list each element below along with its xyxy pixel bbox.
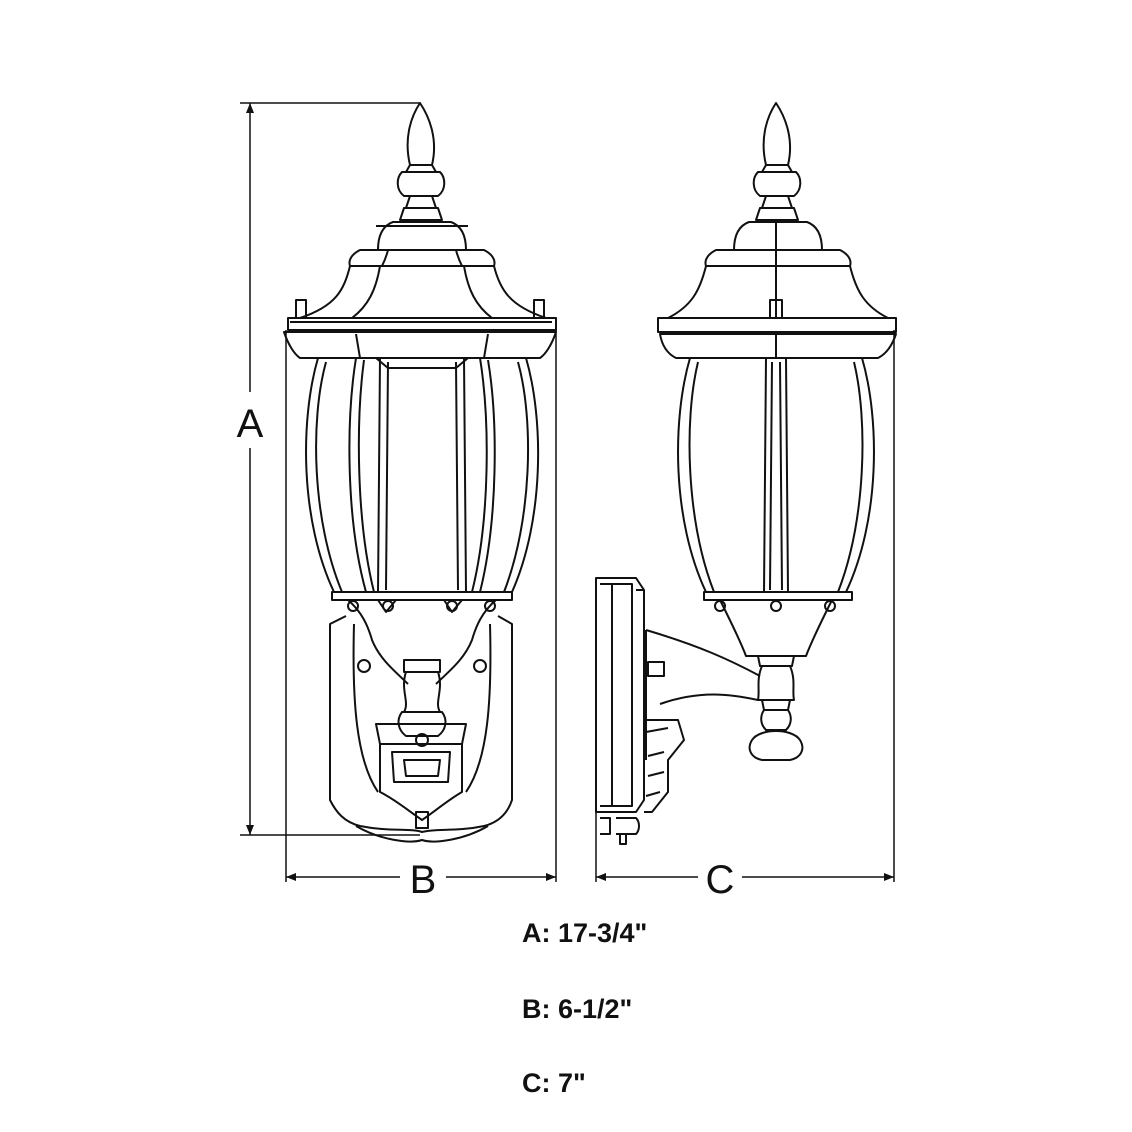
front-view-lantern: [283, 102, 557, 843]
dimension-b-letter: B: [410, 858, 437, 902]
dimension-a-letter: A: [237, 402, 264, 446]
spec-b-width: B: 6-1/2": [522, 994, 633, 1024]
spec-c-extension: C: 7": [522, 1068, 586, 1098]
dimension-c-letter: C: [706, 858, 735, 902]
side-view-lantern: [595, 102, 897, 845]
spec-a-height: A: 17-3/4": [522, 918, 648, 948]
dimension-b: [285, 330, 557, 882]
dimension-a: [240, 102, 420, 836]
dimension-c: [595, 330, 895, 882]
